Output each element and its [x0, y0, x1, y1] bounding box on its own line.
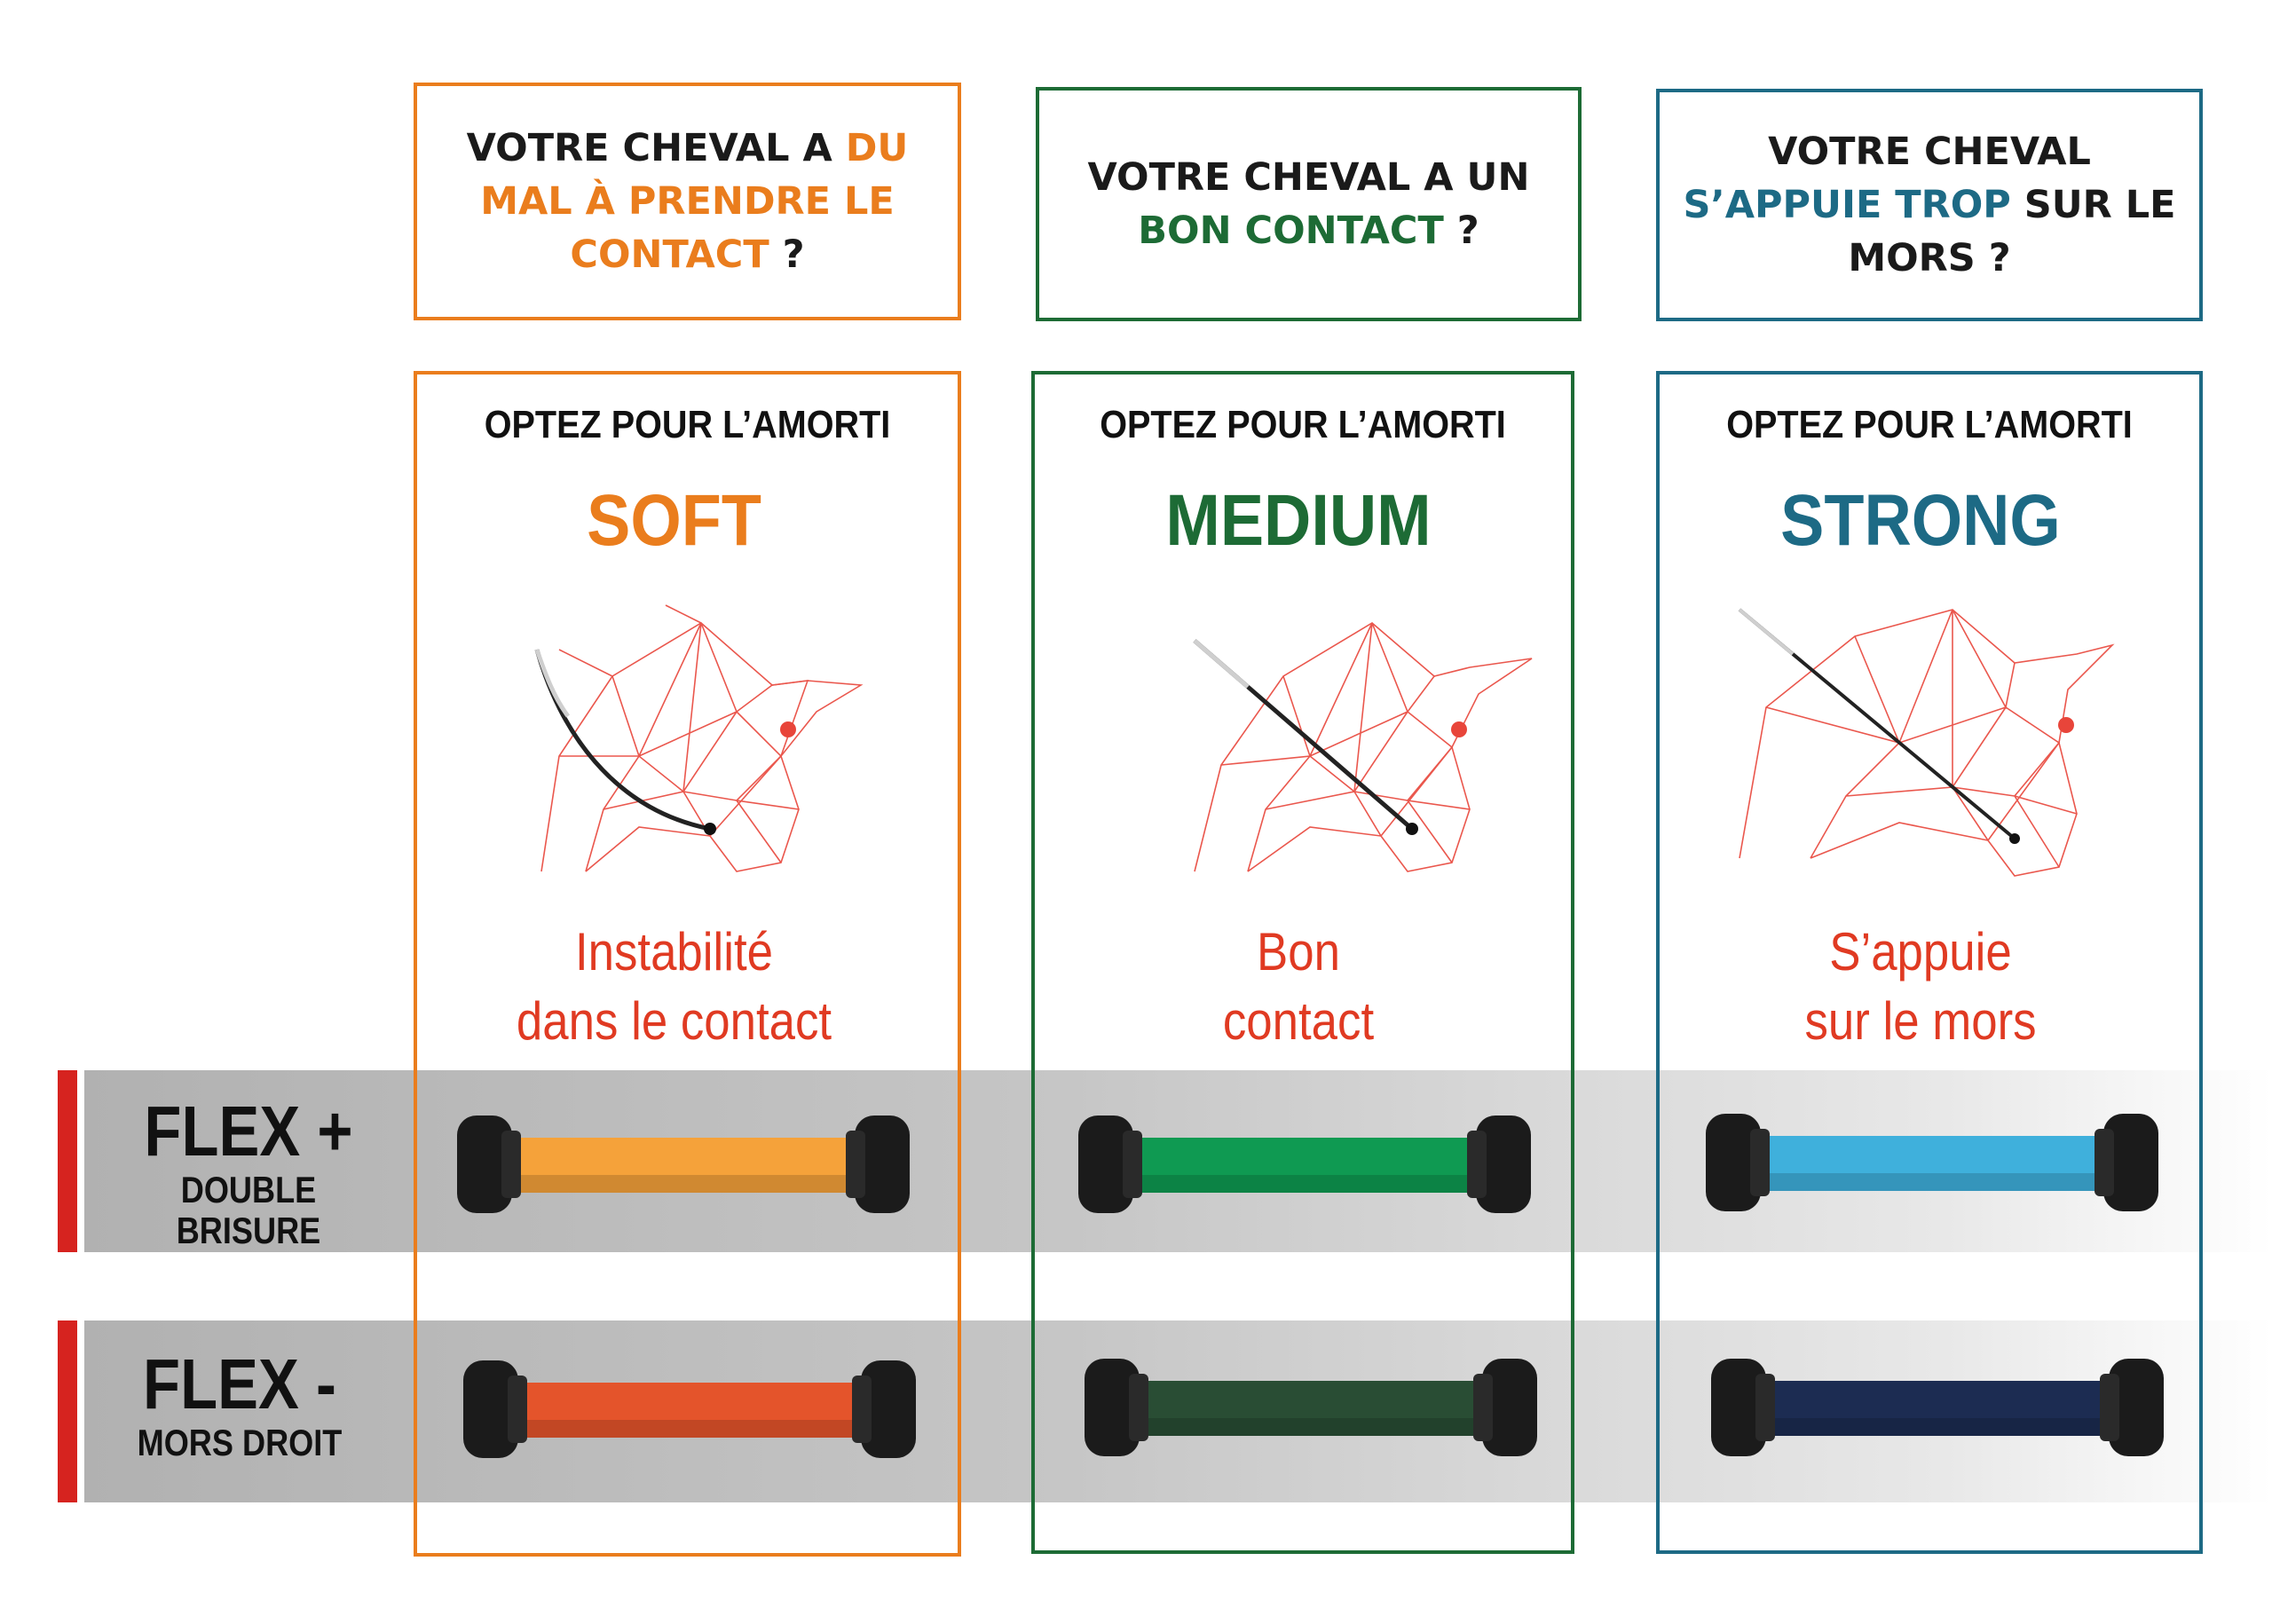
question-mark: ?: [769, 233, 805, 277]
bit-collar: [852, 1376, 872, 1443]
description-medium: Bon contact: [1059, 918, 1538, 1056]
bit-collar: [1473, 1374, 1493, 1441]
column-medium: OPTEZ POUR L’AMORTI MEDIUM Bon contact: [1031, 371, 1574, 1554]
row-subtitle-flex-plus: DOUBLE BRISURE: [176, 1169, 321, 1251]
bit-graphic: [463, 1360, 916, 1458]
bit-collar: [1755, 1374, 1775, 1441]
column-strong: OPTEZ POUR L’AMORTI STRONG S’appuie sur …: [1656, 371, 2203, 1554]
description-line-1: S’appuie: [1829, 922, 2012, 981]
bit-collar: [2100, 1374, 2119, 1441]
description-strong: S’appuie sur le mors: [1676, 918, 2166, 1056]
horse-head-illustration: [534, 604, 864, 872]
bit-mouthpiece: [497, 1138, 870, 1193]
bit-collar: [508, 1376, 527, 1443]
bit-flex-plus-soft: [457, 1116, 910, 1213]
column-heading: OPTEZ POUR L’AMORTI: [484, 403, 891, 446]
description-soft: Instabilité dans le contact: [424, 918, 923, 1056]
column-heading: OPTEZ POUR L’AMORTI: [1726, 403, 2133, 446]
bit-graphic: [1078, 1116, 1531, 1213]
question-text: VOTRE CHEVAL A UN: [1087, 155, 1530, 200]
bit-collar: [501, 1131, 521, 1198]
column-heading: OPTEZ POUR L’AMORTI: [1100, 403, 1506, 446]
bit-end-left: [1706, 1114, 1761, 1211]
bit-collar: [1129, 1374, 1148, 1441]
question-box-strong: VOTRE CHEVAL S’APPUIE TROP SUR LE MORS ?: [1656, 89, 2203, 321]
level-title-soft: SOFT: [587, 480, 761, 561]
description-line-2: dans le contact: [516, 991, 832, 1051]
question-box-soft: VOTRE CHEVAL A DU MAL À PRENDRE LE CONTA…: [414, 83, 961, 320]
row-subtitle-flex-minus: MORS DROIT: [137, 1422, 343, 1463]
bit-shadow: [1124, 1418, 1497, 1436]
bit-end-right: [1476, 1116, 1531, 1213]
bit-mouthpiece: [1124, 1381, 1497, 1436]
question-box-medium: VOTRE CHEVAL A UN BON CONTACT ?: [1036, 87, 1582, 321]
description-line-1: Instabilité: [574, 922, 774, 981]
row-marker-flex-plus: [58, 1070, 77, 1252]
bit-shadow: [1746, 1173, 2118, 1191]
bit-graphic: [457, 1116, 910, 1213]
bit-mouthpiece: [1746, 1136, 2118, 1191]
bit-end-right: [855, 1116, 910, 1213]
bit-shadow: [503, 1420, 876, 1438]
bit-shadow: [1751, 1418, 2124, 1436]
bit-end-left: [457, 1116, 512, 1213]
bit-flex-minus-soft: [463, 1360, 916, 1458]
bit-collar: [1467, 1131, 1487, 1198]
bit-end-right: [1482, 1359, 1537, 1456]
bit-collar: [1123, 1131, 1142, 1198]
bit-shadow: [497, 1175, 870, 1193]
question-highlight: BON CONTACT: [1138, 209, 1444, 253]
bit-flex-plus-strong: [1706, 1114, 2158, 1211]
bit-end-left: [1711, 1359, 1766, 1456]
bit-graphic: [1711, 1359, 2164, 1456]
bit-graphic: [1085, 1359, 1537, 1456]
bit-end-left: [463, 1360, 518, 1458]
bit-flex-minus-strong: [1711, 1359, 2164, 1456]
question-text: VOTRE CHEVAL A: [466, 126, 846, 170]
bit-shadow: [1118, 1175, 1491, 1193]
bit-flex-minus-medium: [1085, 1359, 1537, 1456]
level-title-strong: STRONG: [1780, 480, 2061, 561]
row-marker-flex-minus: [58, 1320, 77, 1502]
bit-end-left: [1078, 1116, 1133, 1213]
bit-end-right: [2103, 1114, 2158, 1211]
horse-head-illustration: [1738, 608, 2115, 877]
question-highlight: S’APPUIE TROP: [1683, 183, 2011, 227]
bit-flex-plus-medium: [1078, 1116, 1531, 1213]
level-title-medium: MEDIUM: [1165, 480, 1432, 561]
question-mark: SUR LE MORS ?: [1848, 183, 2176, 280]
row-title-flex-plus: FLEX +: [144, 1092, 353, 1171]
horse-head-illustration: [1193, 622, 1533, 872]
bit-end-right: [2109, 1359, 2164, 1456]
bit-end-right: [861, 1360, 916, 1458]
bit-mouthpiece: [1118, 1138, 1491, 1193]
description-line-1: Bon: [1257, 922, 1340, 981]
bit-mouthpiece: [503, 1383, 876, 1438]
question-highlight: DU MAL À PRENDRE LE CONTACT: [480, 126, 909, 277]
row-title-flex-minus: FLEX -: [143, 1344, 336, 1423]
question-text: VOTRE CHEVAL: [1768, 130, 2091, 174]
question-mark: ?: [1443, 209, 1479, 253]
column-soft: OPTEZ POUR L’AMORTI SOFT Instabilité dan…: [414, 371, 961, 1557]
description-line-2: contact: [1222, 991, 1375, 1051]
description-line-2: sur le mors: [1804, 991, 2037, 1051]
bit-graphic: [1706, 1114, 2158, 1211]
bit-end-left: [1085, 1359, 1140, 1456]
bit-collar: [1750, 1129, 1770, 1196]
bit-mouthpiece: [1751, 1381, 2124, 1436]
bit-collar: [846, 1131, 865, 1198]
bit-collar: [2094, 1129, 2114, 1196]
